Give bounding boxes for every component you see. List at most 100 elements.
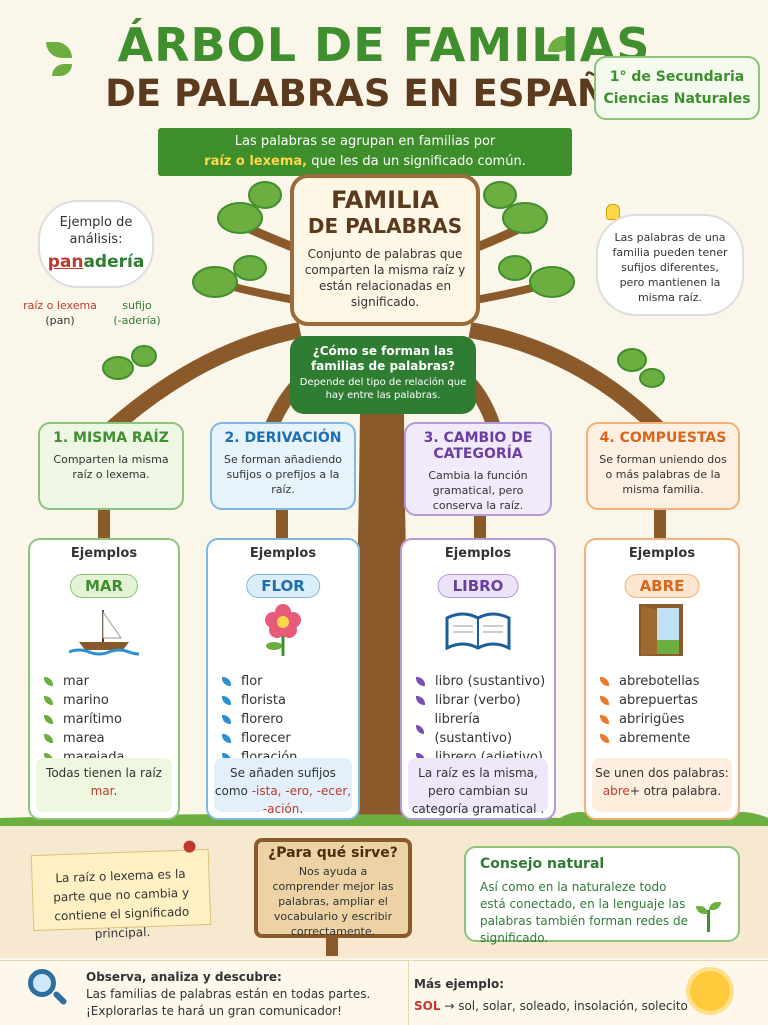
sign-text: Nos ayuda a comprender mejor las palabra… [272,865,394,938]
list-item: abremente [600,729,700,748]
leaf-bullet-icon [222,734,231,743]
list-item: librería (sustantivo) [416,710,554,748]
list-item: abrebotellas [600,672,700,691]
list-item: florecer [222,729,297,748]
leaf-bullet-icon [416,696,425,705]
category-box-1: 1. MISMA RAÍZ Comparten la misma raíz o l… [38,422,184,510]
list-item: mar [44,672,124,691]
tip-box: Consejo natural Así como en la naturalez… [464,846,740,945]
example-word: panadería [40,252,152,272]
grade-label: 1° de Secundaria [609,69,745,85]
footer-right-title: Más ejemplo: [414,977,504,991]
side-note-cloud: Las palabras de una familia pueden tener… [596,214,744,316]
category-title: 1. MISMA RAÍZ [53,430,169,446]
leaf-bullet-icon [222,715,231,724]
category-title: 4. COMPUESTAS [599,430,727,446]
suffix-annotation: sufijo (-adería) [104,298,170,328]
example-footnote: Se unen dos palabras: abre+ otra palabra… [592,758,732,812]
sign-title: ¿Para qué sirve? [268,845,398,861]
root-label: raíz o lexema [23,299,97,312]
category-title: 3. CAMBIO DE CATEGORÍA [423,430,533,462]
root-annotation: raíz o lexema (pan) [20,298,100,328]
example-card-2: EjemplosFLORflorfloristafloreroflorecerf… [206,538,360,820]
banner-text: que les da un significado común. [311,154,526,169]
list-item: abrepuertas [600,691,700,710]
example-root: pan [47,252,84,272]
example-label: Ejemplo de análisis: [59,215,133,247]
lightbulb-icon [606,204,620,220]
list-item: flor [222,672,297,691]
category-desc: Cambia la función gramatical, pero conse… [428,469,528,512]
leaf-bullet-icon [44,753,53,762]
example-card-1: EjemplosMARmarmarinomarítimomareamarejad… [28,538,180,820]
sun-icon [690,971,730,1011]
how-question: ¿Cómo se forman las familias de palabras… [310,344,456,373]
leaf-bullet-icon [416,724,425,734]
list-item: librar (verbo) [416,691,554,710]
example-word-badge: LIBRO [437,574,519,598]
example-word-list: libro (sustantivo)librar (verbo)librería… [416,672,554,767]
how-box: ¿Cómo se forman las familias de palabras… [290,336,476,414]
leaf-bullet-icon [222,753,231,762]
category-desc: Se forman añadiendo sufijos o prefijos a… [223,453,343,496]
list-item: florista [222,691,297,710]
leaf-bullet-icon [600,677,609,686]
example-word-list: marmarinomarítimomareamarejada [44,672,124,767]
suffix-label: sufijo [122,299,152,312]
sprout-icon [696,902,721,932]
leaf-bullet-icon [600,715,609,724]
category-desc: Se forman uniendo dos o más palabras de … [599,453,727,496]
example-footnote: La raíz es la misma, pero cambian su cat… [408,758,548,816]
example-word-list: florfloristafloreroflorecerfloración [222,672,297,767]
examples-label: Ejemplos [249,546,317,561]
page-subtitle: DE PALABRAS EN ESPAÑOL [105,72,663,115]
example-illustration-icon [248,602,318,656]
page-title: ÁRBOL DE FAMILIAS [117,18,651,72]
note-text: La raíz o lexema es la parte que no camb… [53,866,190,941]
leaf-bullet-icon [222,696,231,705]
suffix-value: (-adería) [113,314,161,327]
banner-line-2: raíz o lexema, que les da un significado… [158,152,572,172]
examples-label: Ejemplos [444,546,512,561]
list-item: marea [44,729,124,748]
leaf-left-icon-2 [52,64,72,76]
category-desc: Comparten la misma raíz o lexema. [53,453,169,481]
example-word-badge: ABRE [624,574,700,598]
category-box-3: 3. CAMBIO DE CATEGORÍA Cambia la función … [404,422,552,516]
banner-line-1: Las palabras se agrupan en familias por [234,134,496,149]
leaf-bullet-icon [44,677,53,686]
main-title-2: DE PALABRAS [307,214,463,238]
leaf-bullet-icon [600,696,609,705]
leaf-bullet-icon [416,677,425,686]
category-box-4: 4. COMPUESTAS Se forman uniendo dos o más… [586,422,740,510]
example-footnote: Se añaden sufijos como -ista, -ero, -ece… [214,758,352,816]
sticky-note: La raíz o lexema es la parte que no camb… [30,840,212,941]
example-illustration-icon [443,602,513,656]
banner-highlight: raíz o lexema, [204,154,308,169]
list-item: abririgües [600,710,700,729]
leaf-bullet-icon [600,734,609,743]
leaf-bullet-icon [222,677,231,686]
example-word-badge: FLOR [246,574,320,598]
main-definition-card: FAMILIA DE PALABRAS Conjunto de palabras… [290,174,480,326]
leaf-bullet-icon [44,696,53,705]
root-value: (pan) [45,314,75,327]
example-illustration-icon [627,602,697,656]
list-item: libro (sustantivo) [416,672,554,691]
intro-banner: Las palabras se agrupan en familias por … [158,128,572,176]
example-cloud: Ejemplo de análisis: panadería [38,200,154,288]
footer-right-word: SOL [414,999,441,1013]
footer-left-line2: ¡Explorarlas te hará un gran comunicador… [86,1004,342,1018]
leaf-bullet-icon [416,753,425,762]
leaf-bullet-icon [44,715,53,724]
sign-post [326,938,338,956]
footer: Observa, analiza y descubre: Las familia… [0,960,768,1025]
example-suffix: adería [83,252,145,272]
pin-icon [183,840,196,853]
how-answer: Depende del tipo de relación que hay ent… [299,377,467,401]
tree-illustration [0,181,768,826]
